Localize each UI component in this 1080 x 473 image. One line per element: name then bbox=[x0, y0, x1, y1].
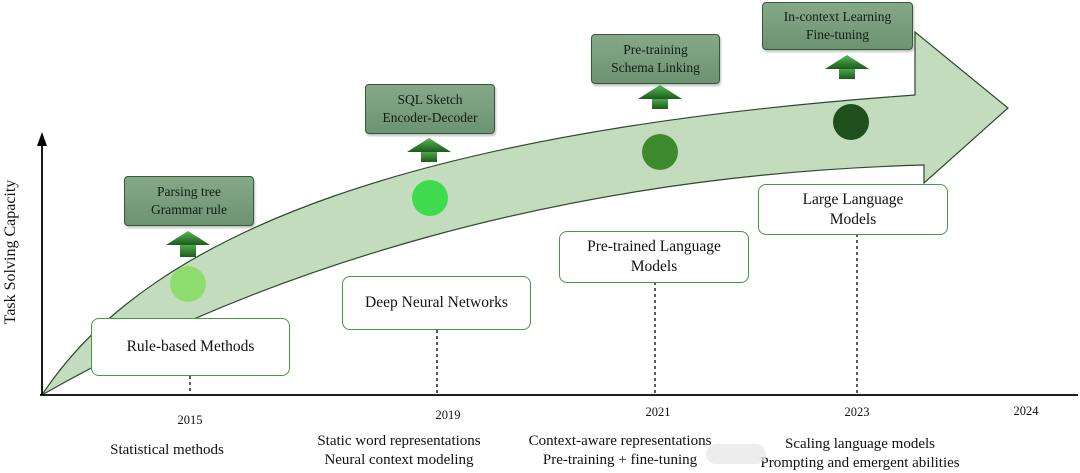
era-line: Prompting and emergent abilities bbox=[760, 455, 960, 471]
technique-line: Pre-training bbox=[623, 42, 688, 57]
stage-line: Large Language bbox=[802, 190, 904, 208]
stage-dot-1 bbox=[170, 266, 206, 302]
stage-box-dnn: Deep Neural Networks bbox=[342, 276, 531, 330]
year-label: 2023 bbox=[844, 405, 870, 419]
y-axis-label: Task Solving Capacity bbox=[2, 179, 19, 325]
stage-line: Models bbox=[829, 210, 877, 228]
era-label: Scaling language models Prompting and em… bbox=[730, 435, 990, 473]
stage-dot-3 bbox=[642, 134, 678, 170]
technique-line: Schema Linking bbox=[611, 60, 700, 75]
stage-box-llm: Large Language Models bbox=[758, 184, 948, 235]
stage-line: Pre-trained Language bbox=[587, 238, 721, 255]
era-line: Statistical methods bbox=[110, 442, 224, 458]
technique-box-llm: In-context Learning Fine-tuning bbox=[762, 2, 913, 50]
growth-arrow bbox=[41, 30, 1009, 396]
era-line: Context-aware representations bbox=[528, 433, 712, 449]
y-axis-arrowhead bbox=[37, 132, 47, 146]
technique-box-plm: Pre-training Schema Linking bbox=[591, 34, 720, 84]
technique-line: Parsing tree bbox=[156, 184, 222, 199]
stage-box-rule-based: Rule-based Methods bbox=[91, 318, 290, 376]
technique-line: Grammar rule bbox=[150, 202, 228, 217]
technique-box-rule: Parsing tree Grammar rule bbox=[124, 176, 254, 226]
era-line: Static word representations bbox=[317, 433, 481, 449]
stage-box-plm: Pre-trained Language Models bbox=[559, 231, 749, 283]
stage-dot-2 bbox=[412, 180, 448, 216]
year-label: 2021 bbox=[645, 405, 671, 419]
stage-line: Rule-based Methods bbox=[126, 338, 255, 355]
stage-line: Models bbox=[630, 258, 678, 275]
up-arrow-icon bbox=[166, 231, 210, 257]
era-line: Scaling language models bbox=[785, 436, 935, 452]
technique-box-dnn: SQL Sketch Encoder-Decoder bbox=[365, 84, 495, 134]
watermark bbox=[706, 444, 766, 464]
technique-line: Encoder-Decoder bbox=[382, 110, 478, 125]
stage-dot-4 bbox=[833, 104, 869, 140]
diagram-graphics bbox=[37, 30, 1078, 396]
technique-line: Fine-tuning bbox=[806, 27, 869, 42]
year-label: 2015 bbox=[177, 413, 203, 427]
up-arrow-icon bbox=[638, 85, 682, 109]
up-arrow-icon bbox=[825, 55, 869, 79]
technique-line: SQL Sketch bbox=[397, 92, 463, 107]
year-label: 2024 bbox=[1013, 404, 1039, 418]
year-label: 2019 bbox=[435, 408, 461, 422]
stage-line: Deep Neural Networks bbox=[365, 294, 508, 311]
technique-line: In-context Learning bbox=[783, 9, 892, 24]
up-arrow-icon bbox=[407, 138, 451, 162]
era-label: Statistical methods bbox=[37, 441, 297, 460]
